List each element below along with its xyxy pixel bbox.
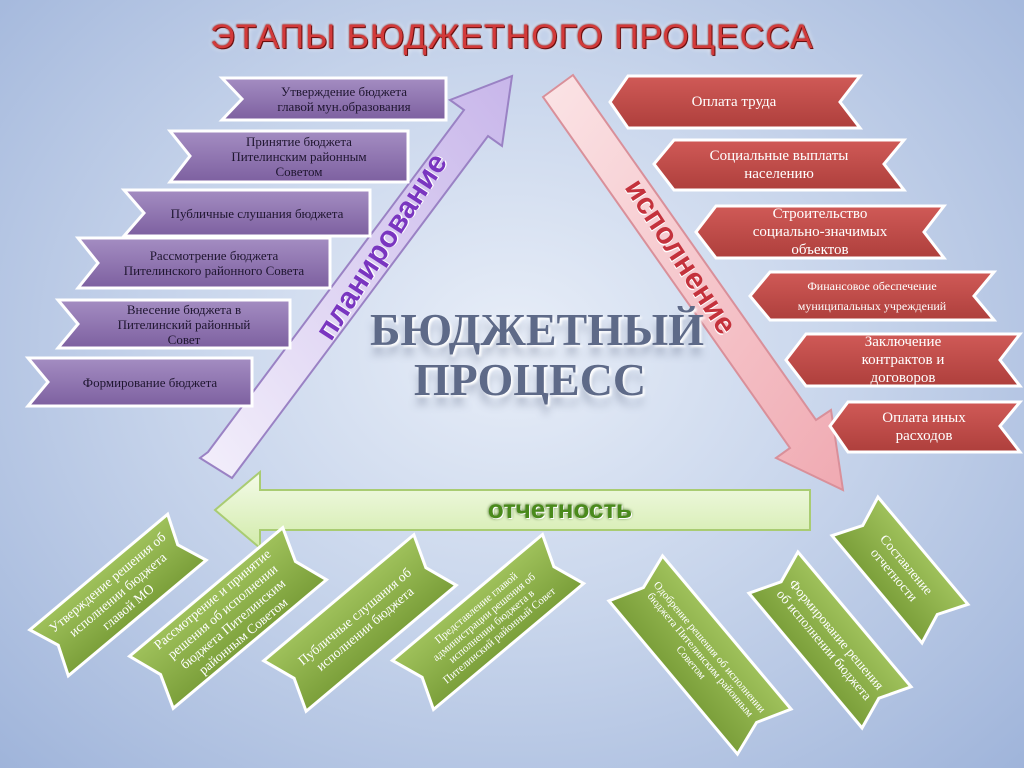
reporting-arrow-label: отчетность <box>487 494 633 524</box>
slide-title: ЭТАПЫ БЮДЖЕТНОГО ПРОЦЕССА <box>210 18 814 56</box>
execution-step: Финансовое обеспечение муниципальных учр… <box>797 279 947 313</box>
planning-step: Принятие бюджета Пителинским районным Со… <box>231 134 367 179</box>
reporting-step-shape <box>606 553 794 757</box>
execution-step: Социальные выплаты населению <box>709 148 849 182</box>
planning-arrow <box>198 74 514 480</box>
planning-step-shape <box>54 298 292 350</box>
execution-arrow <box>541 73 845 492</box>
reporting-step-shape <box>746 549 914 731</box>
planning-step-shape <box>218 76 448 122</box>
execution-step-shape <box>748 270 998 322</box>
reporting-step-shape <box>27 511 209 679</box>
reporting-step-shape <box>126 525 330 711</box>
center-title-line-2: ПРОЦЕСС <box>413 354 647 405</box>
planning-step: Формирование бюджета <box>82 374 218 390</box>
planning-step: Публичные слушания бюджета <box>170 205 344 221</box>
planning-step: Рассмотрение бюджета Пителинского районн… <box>123 248 305 278</box>
planning-step: Внесение бюджета в Пителинский районный … <box>117 301 251 347</box>
execution-step: Оплата труда <box>691 94 777 110</box>
reporting-step-shape <box>261 532 459 714</box>
planning-step: Утверждение бюджета главой мун.образован… <box>277 84 411 114</box>
center-title: БЮДЖЕТНЫЙ ПРОЦЕСС <box>370 304 704 405</box>
execution-step-shape <box>608 74 864 130</box>
planning-step-shape <box>74 236 332 290</box>
execution-step-shape <box>784 332 1024 388</box>
reporting-step-shape <box>829 494 971 646</box>
reporting-arrow <box>213 469 811 551</box>
execution-step-shape <box>694 204 948 260</box>
execution-step: Оплата иных расходов <box>882 410 966 444</box>
execution-step: Строительство социально-значимых объекто… <box>752 206 888 258</box>
execution-step-shape <box>828 400 1024 454</box>
execution-step-shape <box>652 138 908 192</box>
execution-step: Заключение контрактов и договоров <box>861 334 945 386</box>
reporting-step-shape <box>389 531 587 713</box>
planning-step-shape <box>24 356 254 408</box>
planning-step-shape <box>120 188 372 238</box>
center-title-line-1: БЮДЖЕТНЫЙ <box>370 304 704 355</box>
planning-step-shape <box>166 129 410 184</box>
